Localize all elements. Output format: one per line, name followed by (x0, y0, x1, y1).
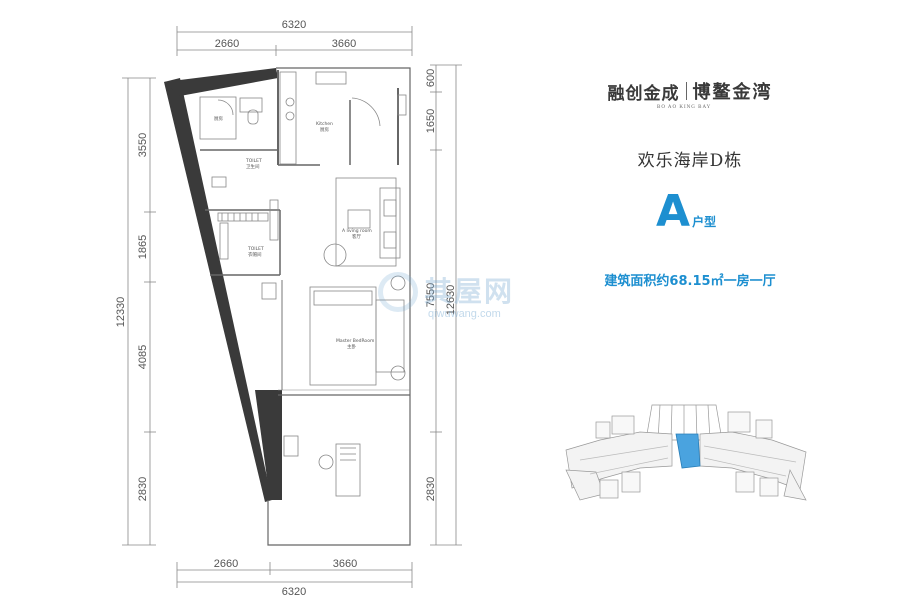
dim-top-right: 3660 (332, 38, 356, 50)
dim-top-total: 6320 (282, 19, 306, 31)
label-toilet2-cn: 衣帽间 (248, 251, 262, 258)
area-prefix: 建筑面积约 (604, 274, 670, 289)
project-name: 博鳌金湾 (692, 82, 773, 103)
area-layout: 一房一厅 (723, 274, 776, 289)
label-bath: 厨房 (214, 115, 223, 122)
dim-bottom-left: 2660 (214, 558, 238, 570)
area-unit: ㎡ (710, 274, 724, 289)
left-dimensions (122, 77, 156, 546)
dim-left-3: 4085 (137, 345, 149, 369)
balcony-wall-left (255, 390, 282, 500)
label-bedroom: Master BedRoom (336, 338, 374, 344)
dim-right-total: 12630 (445, 285, 457, 316)
dim-left-4: 2830 (137, 477, 149, 501)
label-toilet1-cn: 卫生间 (246, 163, 260, 170)
brand-header: 融创金成 博鳌金湾 BO AO KING BAY (585, 78, 795, 110)
unit-type: A 户型 (656, 190, 716, 234)
unit-suffix: 户型 (692, 215, 717, 229)
dim-right-4: 2830 (425, 477, 437, 501)
area-value: 68.15 (669, 274, 711, 289)
project-name-en: BO AO KING BAY (657, 105, 712, 110)
label-kitchen: Kitchen (316, 121, 333, 127)
north-wall-left (164, 68, 278, 96)
building-name: 欢乐海岸D栋 (637, 151, 743, 171)
developer-name: 融创金成 (607, 83, 680, 104)
furniture (199, 71, 407, 497)
walls (164, 67, 411, 546)
dim-right-2: 1650 (425, 109, 437, 133)
dim-bottom-total: 6320 (282, 586, 306, 598)
diagonal-wall (164, 78, 272, 502)
top-dimensions (176, 26, 413, 56)
dim-left-1: 3550 (137, 133, 149, 157)
label-toilet1: TOILET (245, 158, 262, 164)
brand-separator (685, 82, 687, 100)
dim-right-1: 600 (425, 69, 437, 87)
bottom-dimensions (176, 562, 413, 588)
key-plan (565, 404, 807, 501)
dim-right-3: 7550 (425, 283, 437, 307)
label-bedroom-cn: 主卧 (347, 343, 356, 350)
dim-left-total: 12330 (115, 297, 127, 328)
dim-bottom-right: 3660 (333, 558, 357, 570)
highlighted-unit (675, 433, 701, 469)
label-living-cn: 客厅 (352, 233, 361, 240)
label-toilet2: TOILET (247, 246, 264, 252)
right-dimensions (430, 64, 462, 546)
unit-letter: A (656, 186, 691, 237)
label-kitchen-cn: 厨房 (320, 126, 329, 133)
area-info: 建筑面积约68.15㎡一房一厅 (560, 270, 820, 289)
dim-top-left: 2660 (215, 38, 239, 50)
label-living: A living room (342, 228, 372, 234)
dim-left-2: 1865 (137, 235, 149, 259)
